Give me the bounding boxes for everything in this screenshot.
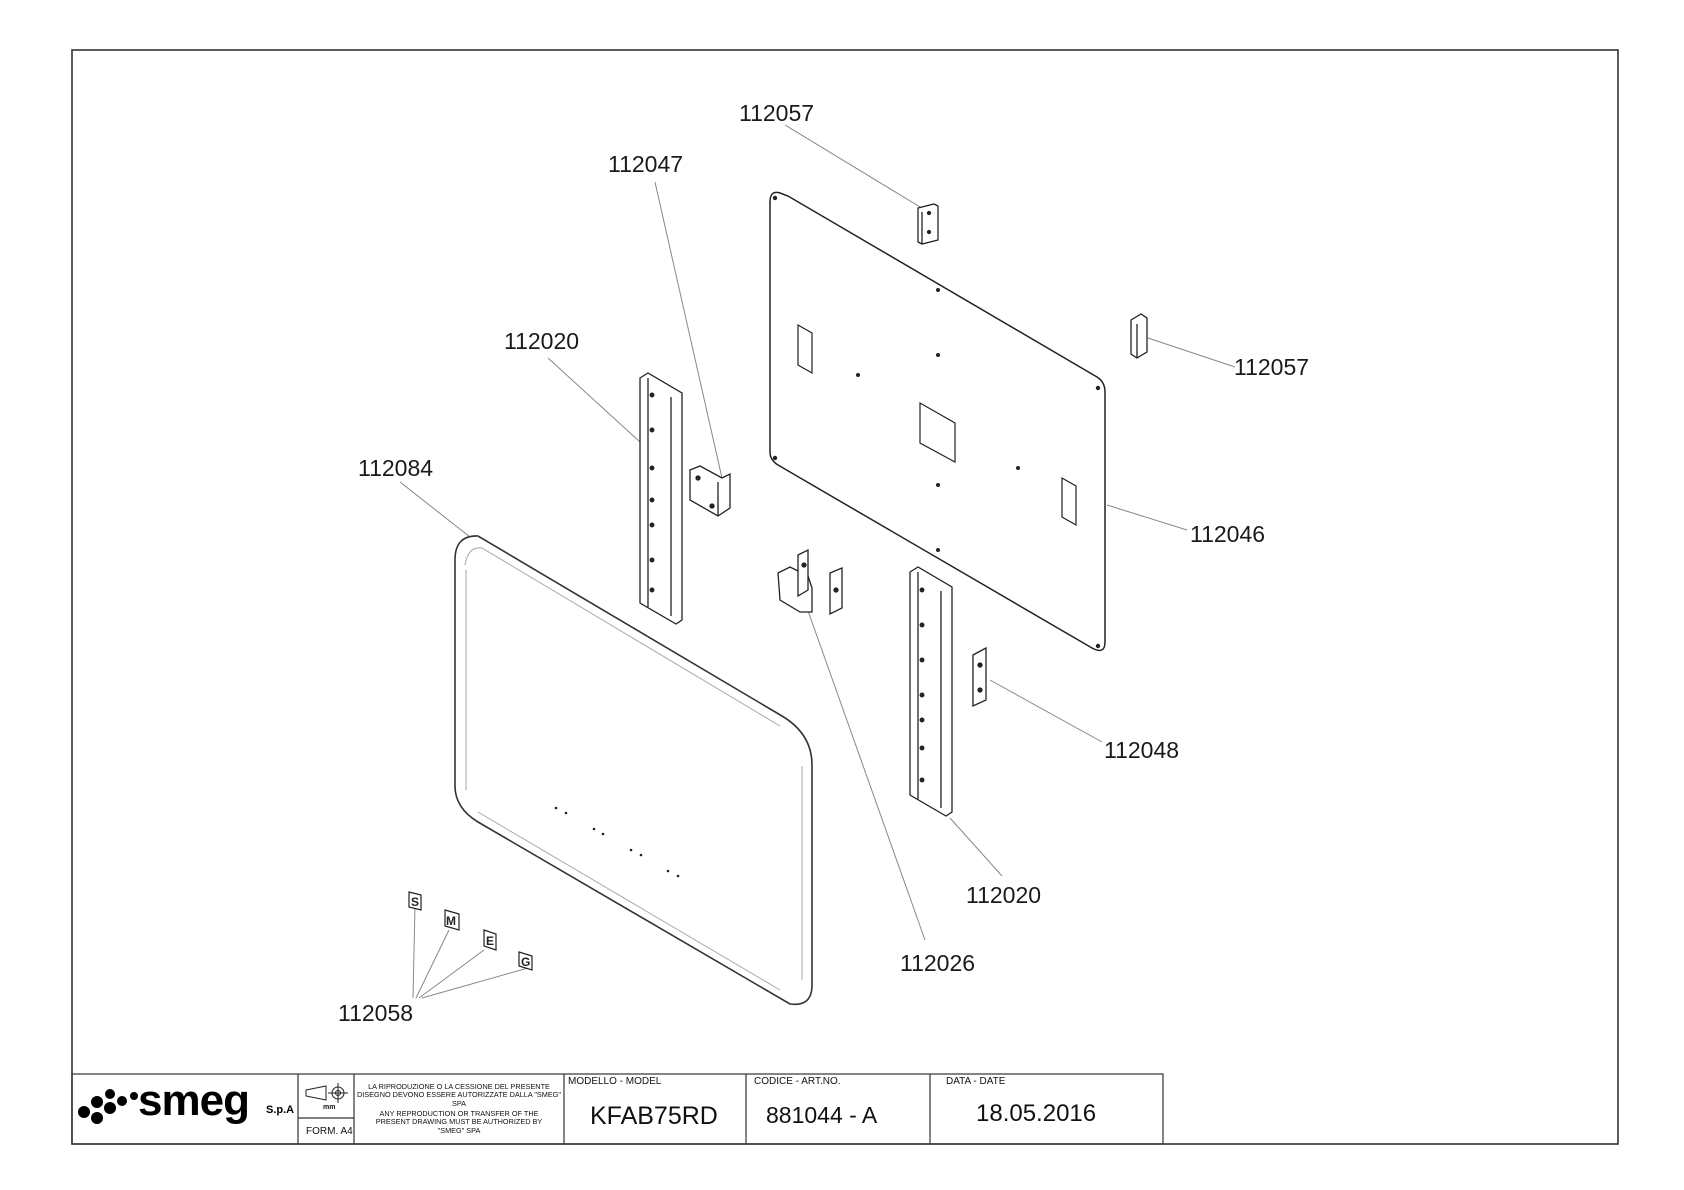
callout-112057-right: 112057 xyxy=(1234,354,1310,380)
date-value: 18.05.2016 xyxy=(976,1100,1097,1127)
bracket-112048 xyxy=(972,646,987,708)
back-panel xyxy=(769,191,1106,652)
callout-112058: 112058 xyxy=(338,1000,414,1026)
bracket-112047 xyxy=(689,465,731,517)
notice-italian: LA RIPRODUZIONE O LA CESSIONE DEL PRESEN… xyxy=(357,1082,561,1108)
callout-112057-top: 112057 xyxy=(739,100,815,126)
letter-m: M xyxy=(446,914,456,928)
smeg-logo-suffix: S.p.A xyxy=(266,1104,295,1116)
drawing-frame xyxy=(71,49,1619,1145)
panel-holes xyxy=(772,195,1101,649)
model-label: MODELLO - MODEL xyxy=(568,1076,662,1087)
code-label: CODICE - ART.NO. xyxy=(754,1076,841,1087)
letter-e: E xyxy=(486,934,494,948)
smeg-logo-wordmark: smeg xyxy=(138,1076,250,1125)
leader-lines xyxy=(399,124,1236,999)
callout-112084: 112084 xyxy=(358,455,434,481)
rail-right xyxy=(909,566,953,817)
date-label: DATA - DATE xyxy=(946,1076,1006,1087)
callout-112047: 112047 xyxy=(608,151,684,177)
callout-112020-right: 112020 xyxy=(966,882,1042,908)
door-panel xyxy=(454,535,813,1006)
letter-badges xyxy=(408,891,533,971)
callout-112046: 112046 xyxy=(1190,521,1266,547)
smeg-logo-dots xyxy=(78,1089,138,1124)
callout-112020-left: 112020 xyxy=(504,328,580,354)
letter-s: S xyxy=(411,895,419,909)
clip-right xyxy=(1130,313,1148,359)
door-dots xyxy=(554,806,680,878)
model-value: KFAB75RD xyxy=(590,1102,718,1130)
unit-label: mm xyxy=(323,1104,336,1111)
title-block xyxy=(71,1073,1164,1145)
format-label: FORM. A4 xyxy=(306,1126,353,1137)
letter-g: G xyxy=(521,955,530,969)
clip-top xyxy=(917,203,939,245)
projection-symbol xyxy=(305,1083,348,1103)
bracket-112026 xyxy=(777,548,843,616)
rail-left xyxy=(639,372,683,625)
notice-english: ANY REPRODUCTION OR TRANSFER OF THE PRES… xyxy=(375,1109,543,1135)
callout-112048: 112048 xyxy=(1104,737,1180,763)
callout-112026: 112026 xyxy=(900,950,976,976)
code-value: 881044 - A xyxy=(766,1102,878,1128)
